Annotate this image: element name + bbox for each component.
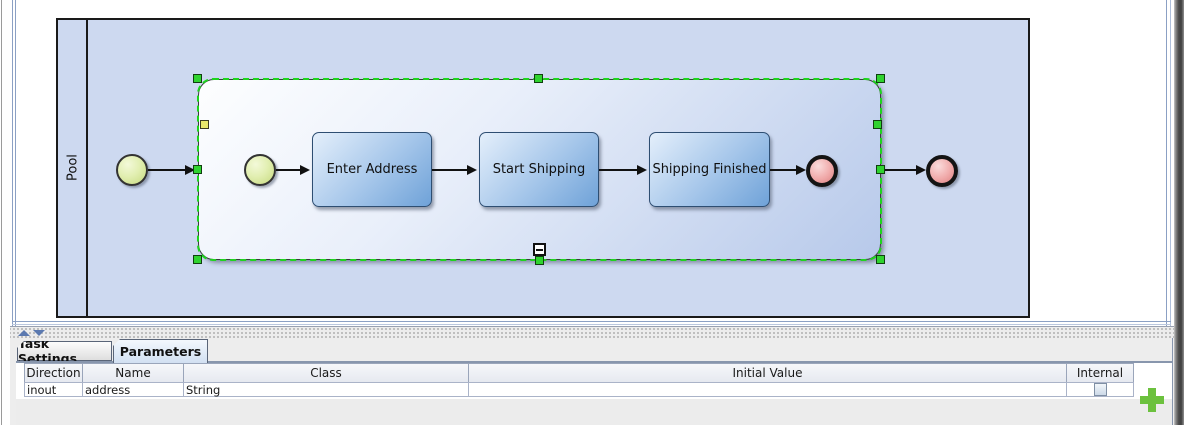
tab-label: Task Settings: [18, 336, 78, 366]
splitpane-border-line: [12, 0, 13, 425]
task-label: Shipping Finished: [652, 162, 767, 177]
collapse-down-icon[interactable]: [33, 330, 45, 336]
canvas-border: [12, 321, 1171, 322]
sequence-flow[interactable]: [148, 169, 185, 171]
tab-task-settings[interactable]: Task Settings: [17, 341, 112, 361]
splitpane-border-line: [15, 0, 16, 425]
task-label: Start Shipping: [492, 162, 586, 177]
tab-label: Parameters: [119, 344, 202, 359]
window-border-line: [1, 0, 2, 425]
internal-checkbox[interactable]: [1093, 383, 1107, 396]
canvas-border: [1166, 0, 1167, 326]
sequence-flow[interactable]: [432, 169, 469, 171]
canvas-border: [1170, 0, 1171, 326]
arrowhead-icon: [300, 165, 310, 175]
cell-initial-value[interactable]: [468, 382, 1067, 397]
resize-handle-nw[interactable]: [193, 74, 202, 83]
sequence-flow[interactable]: [276, 169, 302, 171]
cell-name[interactable]: address: [82, 382, 184, 397]
task-shipping-finished[interactable]: Shipping Finished: [649, 132, 770, 207]
resize-handle-s[interactable]: [535, 256, 544, 265]
tab-parameters[interactable]: Parameters: [113, 339, 208, 363]
resize-handle-ne[interactable]: [876, 74, 885, 83]
sequence-flow[interactable]: [885, 169, 918, 171]
table-header-row: Direction Name Class Initial Value Inter…: [24, 363, 1134, 383]
task-enter-address[interactable]: Enter Address: [312, 132, 432, 207]
column-header-initial-value[interactable]: Initial Value: [468, 363, 1067, 383]
start-event-pool[interactable]: [116, 154, 148, 186]
resize-handle-sw[interactable]: [193, 255, 202, 264]
split-divider[interactable]: [10, 326, 1174, 338]
sequence-flow[interactable]: [770, 169, 798, 171]
properties-panel: Task Settings Parameters Direction Name …: [10, 338, 1174, 425]
window-edge: [1174, 0, 1184, 425]
panel-border: [1172, 338, 1173, 425]
end-event-subprocess[interactable]: [806, 155, 838, 187]
column-header-direction[interactable]: Direction: [24, 363, 83, 383]
port-handle-yellow[interactable]: [200, 120, 209, 129]
parameters-tab-content: Direction Name Class Initial Value Inter…: [16, 362, 1173, 425]
resize-handle-n[interactable]: [534, 74, 543, 83]
column-header-name[interactable]: Name: [82, 363, 184, 383]
task-label: Enter Address: [326, 162, 418, 177]
task-start-shipping[interactable]: Start Shipping: [479, 132, 599, 207]
diagram-canvas[interactable]: Pool Enter Address Start Shipping Shippi…: [17, 0, 1166, 321]
arrowhead-icon: [916, 165, 926, 175]
sequence-flow[interactable]: [599, 169, 641, 171]
port-handle-green[interactable]: [873, 120, 882, 129]
resize-handle-e[interactable]: [876, 165, 885, 174]
tab-content-border: [16, 361, 1172, 363]
table-row: inout address String: [24, 382, 1134, 397]
collapse-up-icon[interactable]: [18, 330, 30, 336]
arrowhead-icon: [185, 165, 195, 175]
column-header-class[interactable]: Class: [183, 363, 469, 383]
resize-handle-se[interactable]: [876, 255, 885, 264]
column-header-internal[interactable]: Internal: [1066, 363, 1134, 383]
cell-direction[interactable]: inout: [24, 382, 83, 397]
cell-class[interactable]: String: [183, 382, 469, 397]
arrowhead-icon: [796, 165, 806, 175]
plus-icon[interactable]: [1140, 396, 1164, 404]
pool-label-band[interactable]: Pool: [58, 20, 88, 316]
canvas-border: [12, 324, 1171, 325]
subprocess-collapse-button[interactable]: [533, 243, 546, 256]
pool[interactable]: Pool Enter Address Start Shipping Shippi…: [56, 18, 1030, 318]
minus-icon: [536, 248, 543, 251]
pool-label: Pool: [65, 154, 81, 182]
parameters-table: Direction Name Class Initial Value Inter…: [24, 363, 1134, 397]
start-event-subprocess[interactable]: [244, 154, 276, 186]
arrowhead-icon: [637, 165, 647, 175]
end-event-pool[interactable]: [926, 155, 958, 187]
arrowhead-icon: [467, 165, 477, 175]
cell-internal: [1066, 382, 1134, 397]
resize-handle-w[interactable]: [193, 165, 202, 174]
